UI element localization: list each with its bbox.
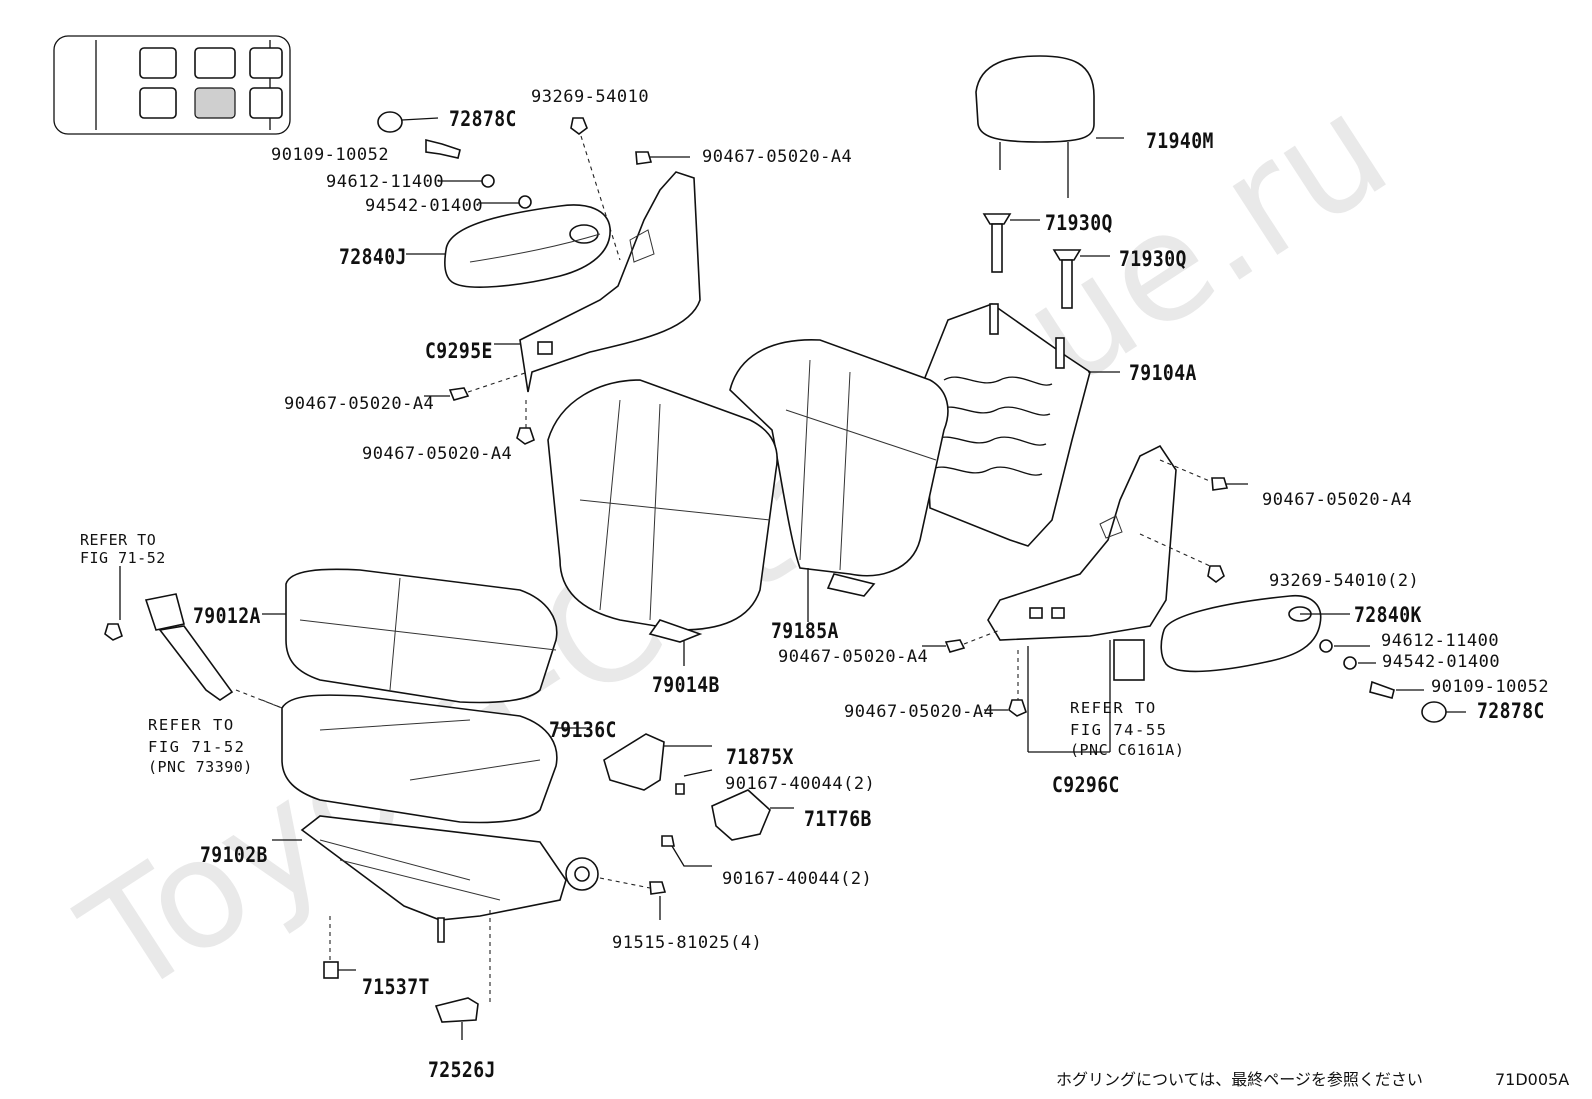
part-94542-washer-left [518, 195, 532, 209]
callout-79104a: 79104A [1129, 361, 1197, 385]
part-90467-screw-top [635, 151, 653, 165]
part-72840j-armrest [444, 204, 611, 288]
refer-bolt [104, 623, 123, 641]
callout-72878c-left: 72878C [449, 107, 517, 131]
footer-hog-ring-note: ホグリングについては、最終ページを参照ください [1056, 1070, 1423, 1089]
part-71875x-cover [603, 733, 665, 791]
part-90109-bolt-left [425, 138, 461, 159]
part-79012a-cushion-cover [285, 568, 558, 704]
part-94542-washer-right [1343, 656, 1357, 670]
callout-72840j: 72840J [339, 245, 407, 269]
callout-90109-10052-right: 90109-10052 [1431, 677, 1550, 697]
callout-c9295e: C9295E [425, 339, 493, 363]
part-94612-washer-right [1319, 639, 1333, 653]
note-refer-belt-line3: (PNC 73390) [148, 758, 253, 776]
note-refer-right-line3: (PNC C6161A) [1070, 741, 1185, 759]
callout-71930q-b: 71930Q [1119, 247, 1187, 271]
part-93269-screw-right [1207, 565, 1225, 583]
part-90467-screw-mid [944, 639, 966, 653]
callout-93269-54010-top: 93269-54010 [531, 87, 650, 107]
part-c6161a-label [1113, 639, 1145, 681]
note-refer-belt-line2: FIG 71-52 [148, 738, 246, 756]
part-90467-screw-bottom [1008, 699, 1027, 717]
part-90467-screw-right1 [1211, 477, 1229, 491]
note-refer-top-line1: REFER TO [80, 531, 157, 549]
part-90109-bolt-right [1369, 680, 1395, 699]
callout-93269-54010-2: 93269-54010(2) [1269, 571, 1420, 591]
part-90167-bolt-a [675, 783, 685, 795]
callout-72878c-right: 72878C [1477, 699, 1545, 723]
callout-90467-05020-a4-mid: 90467-05020-A4 [778, 647, 929, 667]
part-71t76b-bracket [711, 789, 771, 841]
vehicle-locator-inset [53, 35, 291, 135]
part-90167-bolt-b [661, 835, 675, 847]
callout-90167-40044-a: 90167-40044(2) [725, 774, 876, 794]
part-72526j-cover [434, 997, 479, 1023]
callout-94612-11400-right: 94612-11400 [1381, 631, 1500, 651]
part-93269-screw-top [570, 117, 588, 135]
callout-79136c: 79136C [549, 718, 617, 742]
callout-90167-40044-b: 90167-40044(2) [722, 869, 873, 889]
callout-90467-05020-a4-left1: 90467-05020-A4 [284, 394, 435, 414]
part-71940m-headrest [975, 55, 1095, 198]
part-79102b-cushion-frame [300, 815, 599, 943]
callout-79012a: 79012A [193, 604, 261, 628]
callout-72526j: 72526J [428, 1058, 496, 1082]
callout-94542-01400-right: 94542-01400 [1382, 652, 1501, 672]
callout-94542-01400-left: 94542-01400 [365, 196, 484, 216]
callout-90467-05020-a4-top: 90467-05020-A4 [702, 147, 853, 167]
callout-71t76b: 71T76B [804, 807, 872, 831]
callout-90467-05020-a4-left2: 90467-05020-A4 [362, 444, 513, 464]
part-72840k-armrest [1160, 595, 1322, 673]
callout-90467-05020-a4-bottom: 90467-05020-A4 [844, 702, 995, 722]
part-seat-belt-buckle [144, 593, 234, 701]
callout-c9296c: C9296C [1052, 773, 1120, 797]
part-71930q-guide-b [1052, 249, 1082, 309]
part-72878c-cap-left [377, 111, 403, 133]
callout-79014b: 79014B [652, 673, 720, 697]
callout-71875x: 71875X [726, 745, 794, 769]
note-refer-right-line1: REFER TO [1070, 699, 1157, 717]
part-71537t-clip [323, 961, 339, 979]
part-71930q-guide-a [982, 213, 1012, 273]
part-90467-screw-left1 [448, 387, 470, 401]
part-79014b-seatback-cover [547, 379, 778, 643]
callout-79102b: 79102B [200, 843, 268, 867]
callout-71930q-a: 71930Q [1045, 211, 1113, 235]
note-refer-top-line2: FIG 71-52 [80, 549, 166, 567]
part-c9296c-shield [987, 444, 1177, 641]
part-79136c-cushion-pad [281, 694, 558, 824]
figure-code: 71D005A [1495, 1070, 1570, 1089]
part-91515-bolt [649, 881, 667, 895]
part-94612-washer-left [481, 174, 495, 188]
callout-90109-10052-left: 90109-10052 [271, 145, 390, 165]
callout-72840k: 72840K [1354, 603, 1422, 627]
part-79104a-seatback-frame [923, 303, 1091, 547]
callout-90467-05020-a4-right: 90467-05020-A4 [1262, 490, 1413, 510]
callout-71940m: 71940M [1146, 129, 1214, 153]
part-c9295e-bracket [519, 171, 701, 393]
part-79185a-seatback-pad [729, 338, 949, 597]
callout-71537t: 71537T [362, 975, 430, 999]
callout-91515-81025-4: 91515-81025(4) [612, 933, 763, 953]
note-refer-belt-line1: REFER TO [148, 716, 235, 734]
part-72878c-cap-right [1421, 701, 1447, 723]
note-refer-right-line2: FIG 74-55 [1070, 721, 1168, 739]
callout-79185a: 79185A [771, 619, 839, 643]
callout-94612-11400-left: 94612-11400 [326, 172, 445, 192]
part-90467-screw-left2 [516, 427, 535, 445]
